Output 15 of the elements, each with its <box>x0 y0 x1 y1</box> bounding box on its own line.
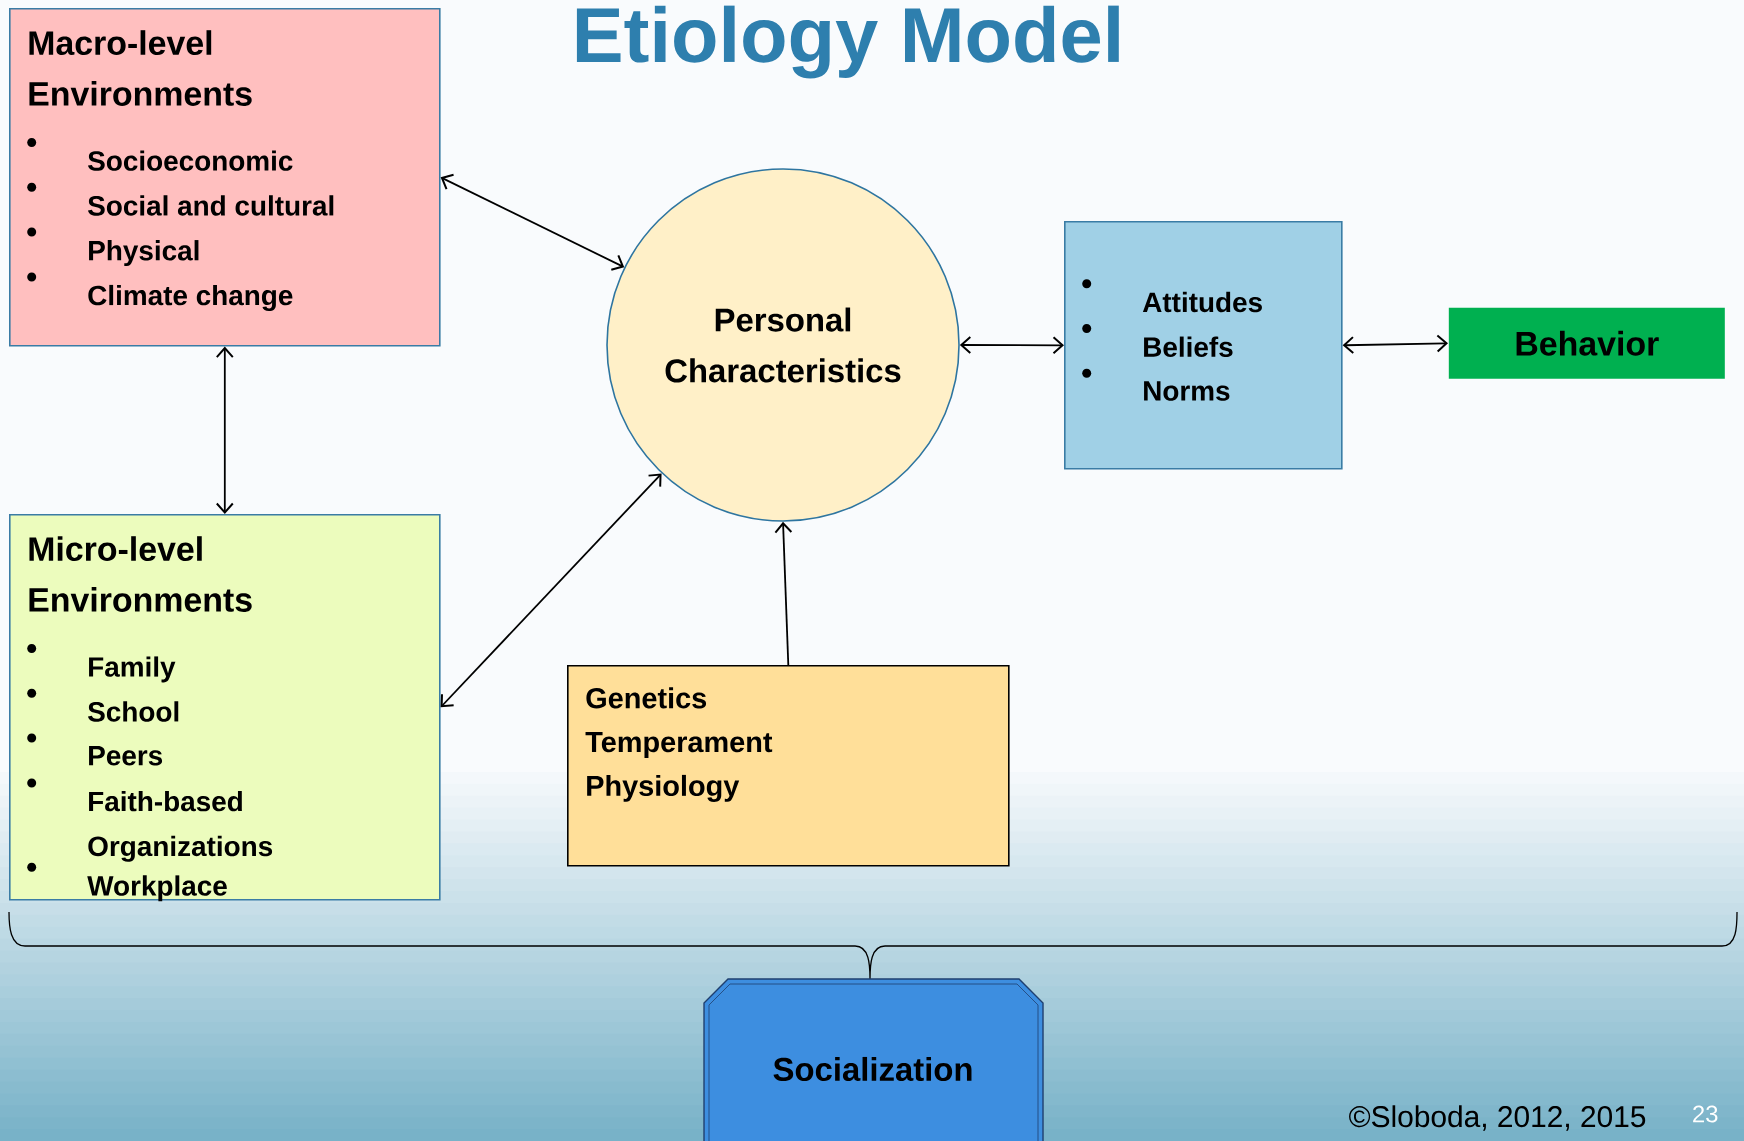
arrow <box>774 521 793 666</box>
title: Etiology Model <box>576 5 1119 79</box>
arrow <box>959 336 1064 355</box>
arrow <box>1342 334 1448 355</box>
arrow <box>440 473 662 708</box>
process-box: Macro-level Environments Socioeconomic Social and cultural Physical Climate change <box>9 8 441 347</box>
process-box: Micro-level Environments Family School Peers Faith-based Organizations Workplace <box>9 514 441 902</box>
process-box: Genetics Temperament Physiology <box>567 665 1010 867</box>
page-number: 23 <box>1693 1105 1718 1123</box>
process-box: Attitudes Beliefs Norms <box>1064 221 1343 470</box>
copyright-note: ©Sloboda, 2012, 2015 <box>1349 1105 1646 1131</box>
socialization-box: Socialization <box>703 978 1044 1141</box>
arrow <box>215 346 234 514</box>
arrow <box>440 173 625 271</box>
behavior-box: Behavior <box>1448 307 1725 379</box>
